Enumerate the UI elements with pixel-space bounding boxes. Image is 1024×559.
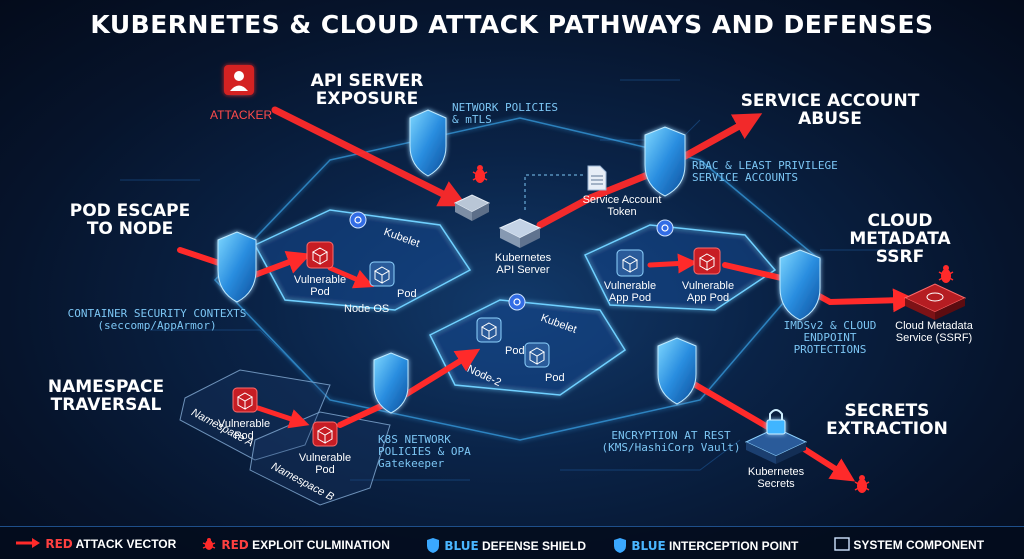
legend-defense-shield: BLUE DEFENSE SHIELD	[425, 537, 586, 553]
page-title: KUBERNETES & CLOUD ATTACK PATHWAYS AND D…	[90, 10, 934, 39]
cluster-hex-boundary	[213, 117, 822, 441]
heading-secrets-extraction: SECRETS EXTRACTION	[812, 402, 962, 438]
shield-icon	[657, 337, 697, 405]
label-vulnerable-pod-ns-a: Vulnerable Pod	[217, 418, 271, 442]
cloud-metadata-icon	[903, 283, 967, 320]
token-dashed-link	[524, 174, 585, 210]
legend-attack-vector: RED ATTACK VECTOR	[14, 537, 176, 551]
bug-icon	[202, 538, 216, 550]
label-vulnerable-pod-node1: Vulnerable Pod	[293, 274, 347, 298]
defense-label-rbac: RBAC & LEAST PRIVILEGE SERVICE ACCOUNTS	[692, 159, 838, 184]
defense-label-k8s-network-policies: K8S NETWORK POLICIES & OPA Gatekeeper	[378, 433, 471, 470]
heading-service-account-abuse: SERVICE ACCOUNT ABUSE	[730, 92, 930, 128]
label-pod-node1: Pod	[397, 288, 417, 300]
legend-label: INTERCEPTION POINT	[665, 539, 799, 553]
attack-arrow-app-pod	[647, 253, 698, 274]
legend-key: BLUE	[631, 539, 666, 553]
shield-icon	[614, 538, 626, 553]
attack-arrow-service-account	[536, 113, 763, 229]
api-server-cube-icon	[498, 218, 542, 248]
attack-arrow-namespace	[255, 405, 310, 429]
label-node-os: Node OS	[344, 303, 390, 315]
cube-glyphs	[236, 247, 716, 444]
label-pod-node2-a: Pod	[505, 345, 525, 357]
heading-text: POD ESCAPE TO NODE	[69, 201, 191, 239]
legend-system-component: SYSTEM COMPONENT	[834, 537, 984, 552]
label-vulnerable-app-pod-1: Vulnerable App Pod	[603, 280, 657, 304]
api-server-node-icon	[453, 194, 491, 221]
shield-icon	[217, 231, 257, 303]
bug-icon	[854, 475, 870, 493]
label-api-server: Kubernetes API Server	[494, 252, 552, 276]
shield-icon	[409, 109, 447, 177]
secrets-lock-icon	[744, 409, 808, 464]
label-service-account-token: Service Account Token	[582, 194, 662, 218]
diagram-canvas	[120, 65, 967, 506]
kubernetes-helm-icon	[349, 211, 367, 229]
defense-label-container-security: CONTAINER SECURITY CONTEXTS (seccomp/App…	[67, 307, 247, 332]
legend-bar: RED ATTACK VECTOR RED EXPLOIT CULMINATIO…	[0, 526, 1024, 559]
shield-icon	[644, 126, 686, 197]
legend-key: RED	[221, 538, 249, 552]
attacker-icon	[224, 65, 254, 95]
heading-text: NAMESPACE TRAVERSAL	[47, 377, 165, 415]
document-icon	[587, 165, 607, 191]
attack-arrow-node-os	[327, 265, 375, 289]
attack-arrow-api-server	[271, 106, 468, 207]
heading-pod-escape: POD ESCAPE TO NODE	[60, 202, 200, 238]
vulnerable-pod-icon	[306, 241, 334, 269]
label-vulnerable-app-pod-2: Vulnerable App Pod	[681, 280, 735, 304]
heading-api-server-exposure: API SERVER EXPOSURE	[302, 72, 432, 108]
heading-namespace-traversal: NAMESPACE TRAVERSAL	[36, 378, 176, 414]
legend-label: DEFENSE SHIELD	[478, 539, 587, 553]
arrow-icon	[16, 538, 40, 548]
heading-cloud-metadata: CLOUD METADATA SSRF	[842, 212, 958, 266]
label-kubernetes-secrets: Kubernetes Secrets	[747, 466, 805, 490]
vulnerable-app-pod-icon	[616, 249, 644, 277]
defense-label-encryption: ENCRYPTION AT REST (KMS/HashiCorp Vault)	[601, 429, 741, 454]
heading-text: SERVICE ACCOUNT ABUSE	[740, 91, 920, 129]
legend-key: BLUE	[444, 539, 479, 553]
bug-icon	[472, 165, 488, 183]
defense-shields	[217, 109, 821, 414]
legend-label: SYSTEM COMPONENT	[853, 538, 985, 552]
attacker-label: ATTACKER	[210, 108, 273, 122]
shield-icon	[373, 352, 409, 414]
namespace-b-panel	[249, 411, 391, 506]
legend-label: EXPLOIT CULMINATION	[248, 538, 390, 552]
legend-label: ATTACK VECTOR	[72, 537, 177, 551]
shield-icon	[779, 249, 821, 321]
legend-exploit: RED EXPLOIT CULMINATION	[200, 537, 390, 552]
component-box-icon	[834, 537, 850, 551]
node-1-hexagon	[253, 209, 472, 311]
shield-icon	[427, 538, 439, 553]
kubernetes-helm-icon	[656, 219, 674, 237]
vulnerable-app-pod-icon	[693, 247, 721, 275]
heading-text: CLOUD METADATA SSRF	[849, 211, 951, 267]
bug-icon	[938, 265, 954, 283]
attack-arrows	[177, 106, 917, 482]
label-cloud-metadata-service: Cloud Metadata Service (SSRF)	[895, 320, 973, 344]
kubernetes-helm-icon	[508, 293, 526, 311]
namespace-a-panel	[179, 369, 331, 461]
label-vulnerable-pod-ns-b: Vulnerable Pod	[298, 452, 352, 476]
legend-key: RED	[45, 537, 73, 551]
defense-label-network-policies: NETWORK POLICIES & mTLS	[452, 101, 558, 126]
legend-interception: BLUE INTERCEPTION POINT	[612, 537, 798, 553]
heading-text: API SERVER EXPOSURE	[310, 71, 424, 109]
defense-label-imdsv2: IMDSv2 & CLOUD ENDPOINT PROTECTIONS	[783, 319, 877, 356]
heading-text: SECRETS EXTRACTION	[826, 401, 948, 439]
label-pod-node2-b: Pod	[545, 372, 565, 384]
